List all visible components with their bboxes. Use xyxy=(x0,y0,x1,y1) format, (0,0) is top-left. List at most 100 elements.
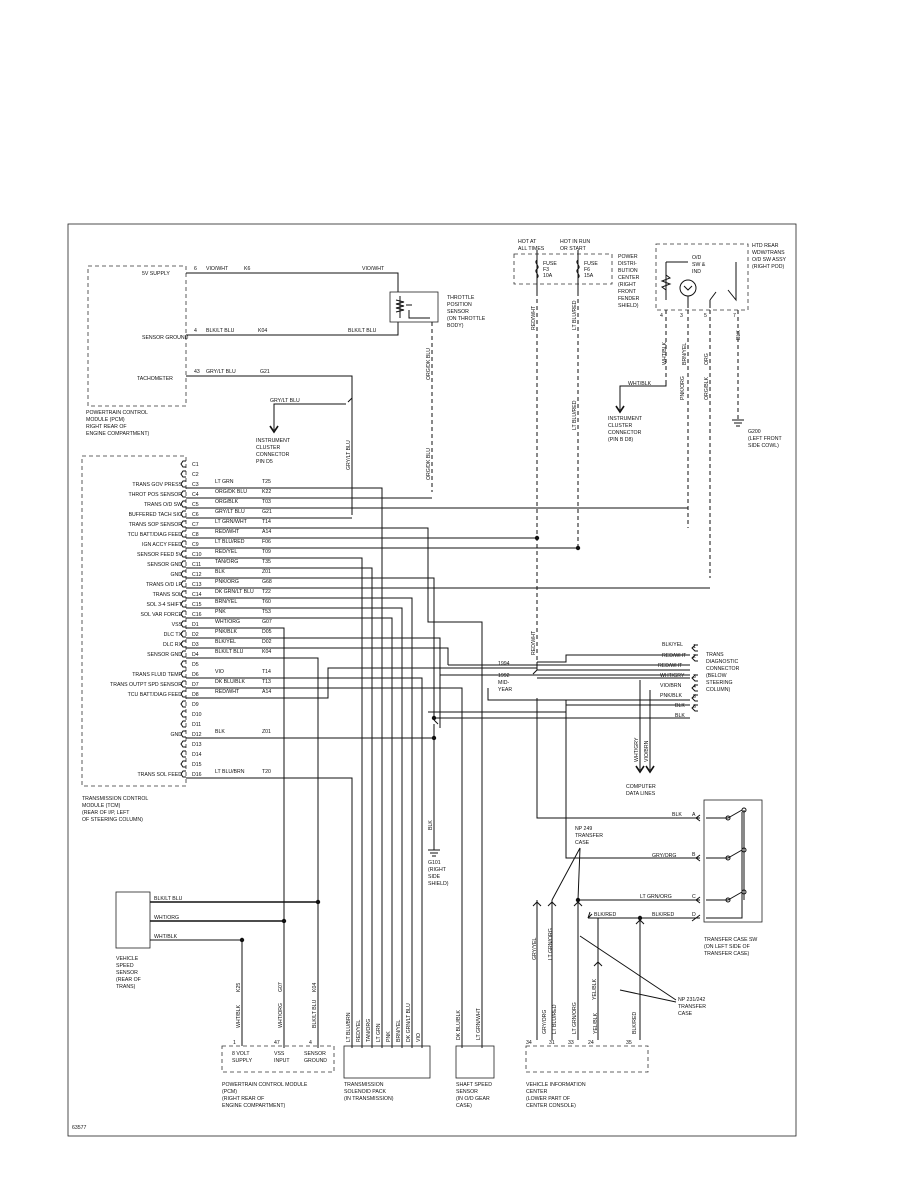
wire-color-label: LT BLU/RED xyxy=(572,400,578,430)
wire-color-label: ORG/DK BLU xyxy=(426,348,432,380)
tc-name: TRANSFER CASE) xyxy=(704,951,750,957)
wire-color-label: DK GRN/LT BLU xyxy=(215,589,254,595)
tcm-pin-label: GND xyxy=(170,572,182,578)
vic-name: CENTER xyxy=(526,1089,548,1095)
wire-color-label: LT BLU/RED xyxy=(215,539,245,545)
tc-name: (ON LEFT SIDE OF xyxy=(704,944,750,950)
ground-label: (LEFT FRONT xyxy=(748,436,782,442)
tcm-pin-terminal xyxy=(180,660,186,668)
diag-wire-label: VIO/BRN xyxy=(660,683,682,689)
circuit-label: T53 xyxy=(262,609,271,615)
tcm-pin-number: C10 xyxy=(192,552,202,558)
tcm-pin-terminal xyxy=(180,520,186,528)
diag-connector-name: STEERING xyxy=(706,680,733,686)
np249-label: CASE xyxy=(575,840,590,846)
tcm-pin-terminal xyxy=(180,750,186,758)
wire-color-label: YEL/BLK xyxy=(592,978,598,1000)
circuit-label: T35 xyxy=(262,559,271,565)
diag-pin: 6 xyxy=(693,704,696,710)
tcm-pin-terminal xyxy=(180,610,186,618)
wire-color-label: ORG xyxy=(704,353,710,365)
wire-color-label: DK GRN/LT BLU xyxy=(406,1003,412,1042)
wire-color-label: LT BLU/RED xyxy=(552,1004,558,1034)
tcm-pin-terminal xyxy=(180,480,186,488)
fuse-label: FUSE xyxy=(584,261,598,267)
wire-color-label: BLK/LT BLU xyxy=(348,328,377,334)
cluster-connector: PIN D5 xyxy=(256,459,273,465)
year-label: 1994 xyxy=(498,661,510,667)
wire-color-label: RED/WHT xyxy=(215,529,240,535)
tcm-pin-terminal xyxy=(180,600,186,608)
wire-color-label: WHT/ORG xyxy=(278,1003,284,1028)
pcm-pin-label: GROUND xyxy=(304,1058,327,1064)
module-name: ENGINE COMPARTMENT) xyxy=(86,431,149,437)
circuit-label: T09 xyxy=(262,549,271,555)
wire-color-label: DK BLU/BLK xyxy=(215,679,246,685)
wire-color-label: BLK/LT BLU xyxy=(312,999,318,1028)
ground-label: SHIELD) xyxy=(428,881,449,887)
wire-color-label: GRY/LT BLU xyxy=(215,509,245,515)
wire-color-label: RED/YEL xyxy=(215,549,237,555)
wire-color-label: DK BLU/BLK xyxy=(456,1009,462,1040)
tc-wire-label: GRY/ORG xyxy=(652,853,676,859)
tc-pin: D xyxy=(692,912,696,918)
diag-pin: 3 xyxy=(693,674,696,680)
cluster-connector: (PIN B D8) xyxy=(608,437,633,443)
diag-pin: 5 xyxy=(693,694,696,700)
fuse-label: 10A xyxy=(543,273,553,279)
wire-color-label: LT GRN xyxy=(376,1023,382,1042)
pdc-hot-label: HOT IN RUN xyxy=(560,239,590,245)
wire-color-label: RED/WHT xyxy=(215,689,240,695)
wire-color-label: WHT/BLK xyxy=(628,381,652,387)
tcm-pin-number: D7 xyxy=(192,682,199,688)
wire-color-label: GRY/LT BLU xyxy=(270,398,300,404)
circuit-label: T25 xyxy=(262,479,271,485)
circuit-label: A14 xyxy=(262,529,271,535)
pin-number: 34 xyxy=(526,1040,532,1046)
np249-label: TRANSFER xyxy=(575,833,603,839)
circuit-label: G07 xyxy=(262,619,272,625)
tcm-pin-label: DLC RX xyxy=(163,642,183,648)
pin-number: 4 xyxy=(309,1040,312,1046)
tcm-pin-number: C15 xyxy=(192,602,202,608)
module-name: RIGHT REAR OF xyxy=(86,424,127,430)
ground-label: G200 xyxy=(748,429,761,435)
tcm-wires xyxy=(186,487,710,1048)
wire-color-label: WHT/BLK xyxy=(154,934,178,940)
module-name: (PCM) xyxy=(222,1089,237,1095)
tcm-pin-terminal xyxy=(180,510,186,518)
tcm-pin-number: C8 xyxy=(192,532,199,538)
diag-connector-name: (BELOW xyxy=(706,673,727,679)
wire-color-label: LT GRN/WHT xyxy=(215,519,248,525)
diag-connector-name: COLUMN) xyxy=(706,687,730,693)
pdc-name: DISTRI- xyxy=(618,261,637,267)
sensor-name: BODY) xyxy=(447,323,464,329)
tcm-pin-label: TRANS SOL FEED xyxy=(138,772,183,778)
wire-color-label: TAN/ORG xyxy=(215,559,238,565)
pcm-pin-label: VSS xyxy=(274,1051,285,1057)
tcm-pin-terminal xyxy=(180,580,186,588)
pcm-pin-label: 5V SUPPLY xyxy=(142,271,170,277)
figure-id: 63577 xyxy=(72,1125,87,1131)
tcm-pin-terminal xyxy=(180,620,186,628)
pdc-hot-label: OR START xyxy=(560,246,587,252)
tcm-pin-terminal xyxy=(180,700,186,708)
tcm-pin-label: TRANS SOL xyxy=(153,592,183,598)
tcm-pin-number: D5 xyxy=(192,662,199,668)
pcm-pin-number: 4 xyxy=(194,328,197,334)
vic-name: (LOWER PART OF xyxy=(526,1096,570,1102)
wire-color-label: LT BLU/RED xyxy=(572,300,578,330)
circuit-label: K04 xyxy=(262,649,271,655)
wire-color-label: YEL/BLK xyxy=(593,1012,599,1034)
wire-color-label: VIO/BRN xyxy=(644,740,650,762)
tc-wire-label: BLK xyxy=(672,812,682,818)
tcm-pin-terminal xyxy=(180,690,186,698)
module-name: TRANSMISSION CONTROL xyxy=(82,796,148,802)
circuit-label: Z01 xyxy=(262,569,271,575)
diag-connector-name: TRANS xyxy=(706,652,724,658)
tcm-pin-number: C5 xyxy=(192,502,199,508)
sensor-name: SENSOR xyxy=(456,1089,478,1095)
tcm-pin-terminal xyxy=(180,490,186,498)
cluster-connector: CLUSTER xyxy=(256,445,280,451)
pdc-name: CENTER xyxy=(618,275,640,281)
